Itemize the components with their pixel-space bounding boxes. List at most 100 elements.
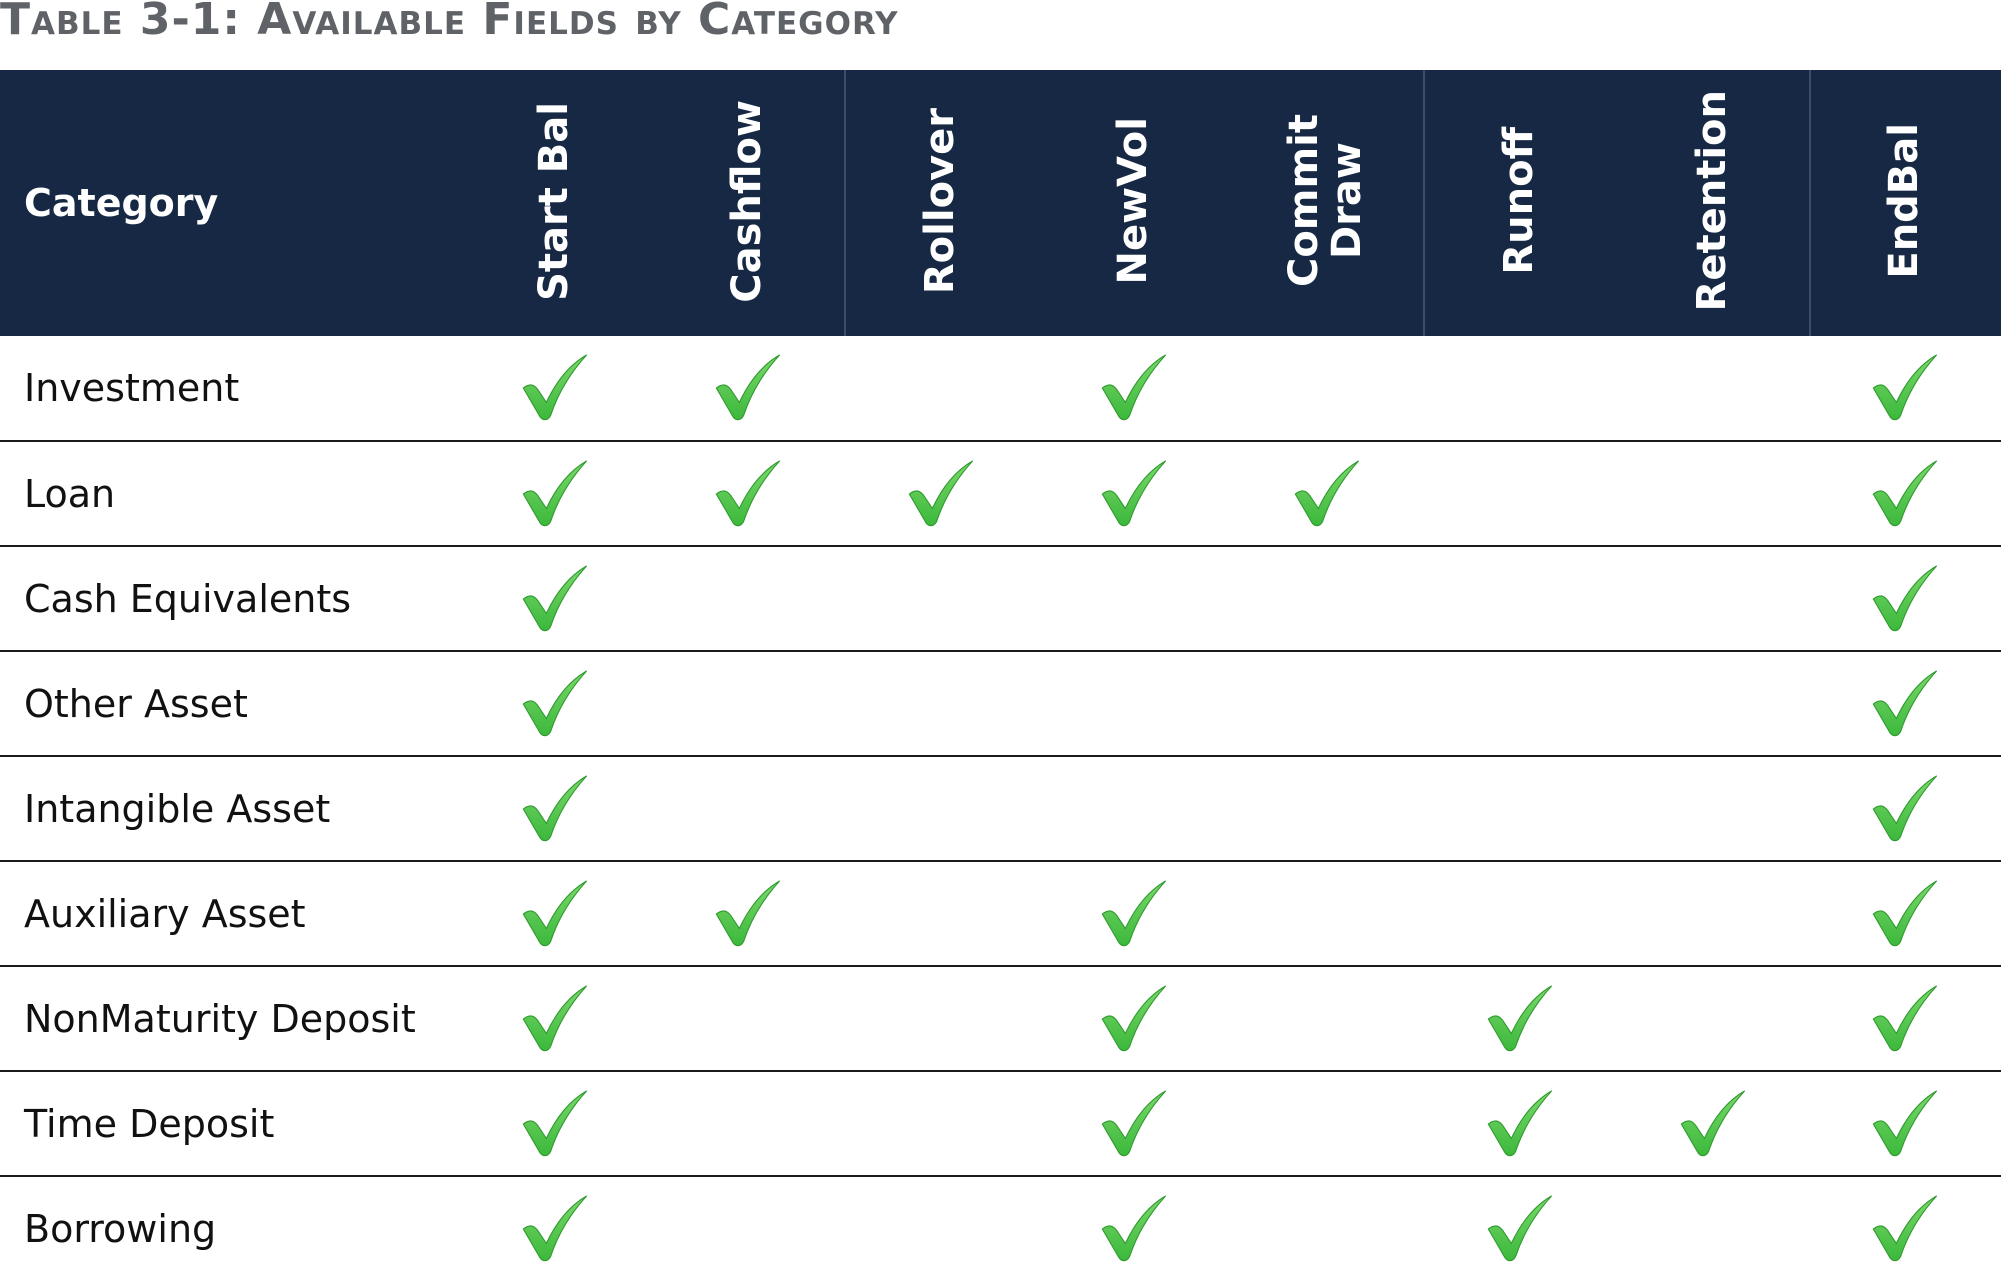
field-cell-runoff [1423,1176,1616,1281]
checkmark-icon [1872,669,1938,736]
field-cell-retention [1616,546,1809,652]
field-cell-endbal [1809,966,2001,1072]
field-cell-newvol [1037,441,1230,547]
column-header-label: Start Bal [530,101,577,301]
field-cell-retention [1616,441,1809,547]
field-cell-start-bal [458,966,651,1072]
field-cell-newvol [1037,546,1230,652]
column-header-commit-draw: Commit Draw [1230,70,1423,336]
column-header-newvol: NewVol [1037,70,1230,336]
checkmark-icon [522,1195,587,1262]
table-caption: Table 3-1: Available Fields by Category [0,0,899,45]
category-cell: Loan [0,441,458,547]
field-cell-newvol [1037,1176,1230,1281]
checkmark-icon [1101,984,1166,1051]
column-header-label: EndBal [1881,123,1928,279]
table-row: Borrowing [0,1176,2001,1281]
available-fields-table: Category Start Bal Cashflow Rollover NewVol… [0,70,2001,1281]
checkmark-icon [522,984,587,1051]
field-cell-runoff [1423,441,1616,547]
field-cell-runoff [1423,651,1616,757]
field-cell-start-bal [458,546,651,652]
checkmark-icon [715,879,780,946]
field-cell-start-bal [458,336,651,442]
field-cell-start-bal [458,1176,651,1281]
checkmark-icon [1101,459,1166,526]
column-header-retention: Retention [1616,70,1809,336]
field-cell-commit-draw [1230,441,1423,547]
column-header-runoff: Runoff [1423,70,1616,336]
column-header-label: Retention [1688,90,1735,312]
field-cell-cashflow [651,441,844,547]
field-cell-commit-draw [1230,546,1423,652]
field-cell-retention [1616,1176,1809,1281]
category-cell: Intangible Asset [0,756,458,862]
table-row: Time Deposit [0,1071,2001,1177]
checkmark-icon [1872,774,1938,841]
checkmark-icon [522,879,587,946]
field-cell-retention [1616,966,1809,1072]
field-cell-cashflow [651,336,844,442]
checkmark-icon [1101,1089,1166,1156]
field-cell-endbal [1809,756,2001,862]
checkmark-icon [1872,1195,1938,1262]
checkmark-icon [1872,354,1938,421]
category-cell: NonMaturity Deposit [0,966,458,1072]
field-cell-rollover [844,1071,1037,1177]
checkmark-icon [1294,459,1359,526]
field-cell-retention [1616,756,1809,862]
table-row: Auxiliary Asset [0,861,2001,967]
checkmark-icon [1487,1089,1552,1156]
category-cell: Auxiliary Asset [0,861,458,967]
checkmark-icon [1872,459,1938,526]
field-cell-endbal [1809,861,2001,967]
field-cell-rollover [844,861,1037,967]
checkmark-icon [715,459,780,526]
field-cell-runoff [1423,336,1616,442]
column-header-rollover: Rollover [844,70,1037,336]
checkmark-icon [1101,354,1166,421]
field-cell-commit-draw [1230,1071,1423,1177]
checkmark-icon [1487,984,1552,1051]
category-cell: Time Deposit [0,1071,458,1177]
table-row: Investment [0,336,2001,442]
checkmark-icon [1872,984,1938,1051]
column-header-label: Commit Draw [1281,114,1371,288]
field-cell-retention [1616,1071,1809,1177]
column-header-label: NewVol [1109,117,1156,285]
field-cell-runoff [1423,756,1616,862]
field-cell-cashflow [651,756,844,862]
checkmark-icon [522,354,587,421]
category-cell: Cash Equivalents [0,546,458,652]
column-header-start-bal: Start Bal [458,70,651,336]
category-cell: Investment [0,336,458,442]
field-cell-cashflow [651,546,844,652]
field-cell-commit-draw [1230,651,1423,757]
field-cell-commit-draw [1230,966,1423,1072]
field-cell-endbal [1809,1176,2001,1281]
checkmark-icon [522,459,587,526]
field-cell-start-bal [458,651,651,757]
field-cell-retention [1616,651,1809,757]
column-header-label: Cashflow [723,99,770,303]
field-cell-commit-draw [1230,336,1423,442]
field-cell-start-bal [458,1071,651,1177]
checkmark-icon [1872,879,1938,946]
field-cell-start-bal [458,861,651,967]
field-cell-endbal [1809,336,2001,442]
field-cell-rollover [844,336,1037,442]
field-cell-cashflow [651,1176,844,1281]
field-cell-runoff [1423,966,1616,1072]
checkmark-icon [1680,1089,1745,1156]
field-cell-cashflow [651,861,844,967]
checkmark-icon [1487,1195,1552,1262]
checkmark-icon [1101,1195,1166,1262]
checkmark-icon [1872,564,1938,631]
table-row: Loan [0,441,2001,547]
column-header-category: Category [0,70,458,336]
checkmark-icon [522,1089,587,1156]
header-row: Category Start Bal Cashflow Rollover NewVol… [0,70,2001,336]
column-header-label: Rollover [916,107,963,295]
field-cell-retention [1616,861,1809,967]
